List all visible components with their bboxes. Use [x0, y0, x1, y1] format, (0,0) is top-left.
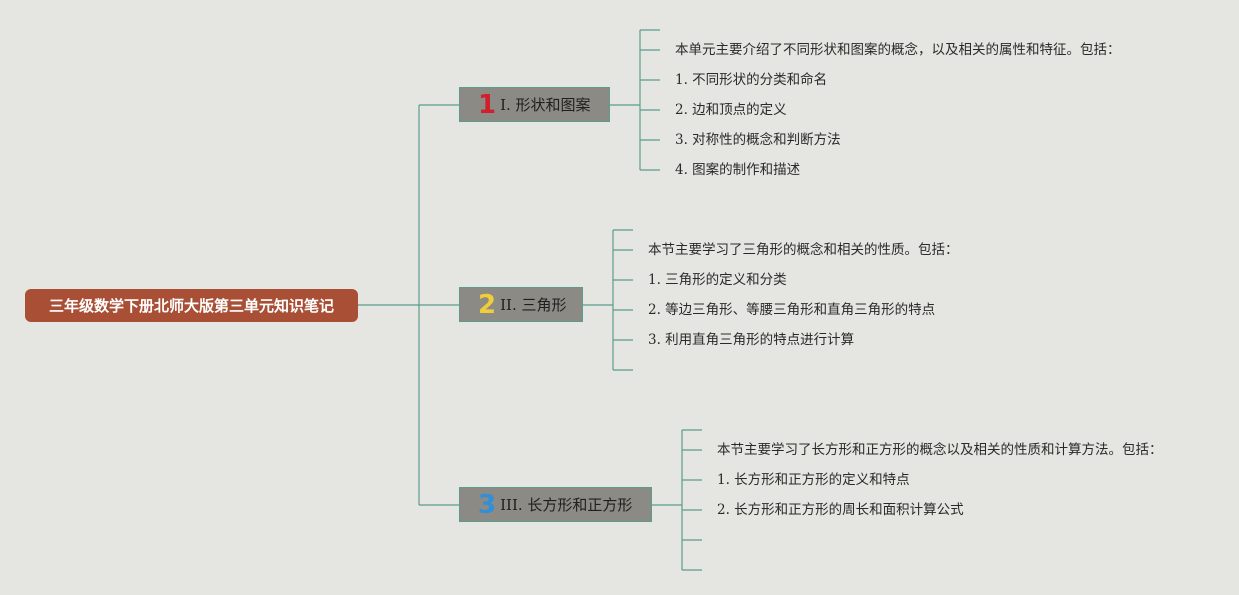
number-3-icon: 3	[478, 489, 497, 520]
root-title: 三年级数学下册北师大版第三单元知识笔记	[48, 297, 334, 315]
branch-shapes-and-patterns[interactable]: 1 I. 形状和图案	[459, 87, 610, 122]
branch-2-item: 1. 三角形的定义和分类	[648, 272, 787, 288]
branch-1-item: 2. 边和顶点的定义	[675, 102, 787, 118]
branch-rectangles-and-squares[interactable]: 3 III. 长方形和正方形	[459, 487, 652, 522]
branch-label: II. 三角形	[500, 296, 567, 314]
branch-3-item: 1. 长方形和正方形的定义和特点	[717, 472, 910, 488]
branch-1-item: 本单元主要介绍了不同形状和图案的概念，以及相关的属性和特征。包括：	[675, 42, 1121, 58]
branch-1-item: 1. 不同形状的分类和命名	[675, 72, 828, 88]
branch-2-item: 3. 利用直角三角形的特点进行计算	[648, 332, 855, 348]
branch-3-item: 本节主要学习了长方形和正方形的概念以及相关的性质和计算方法。包括：	[717, 442, 1163, 458]
number-1-icon: 1	[478, 89, 497, 120]
branch-triangles[interactable]: 2 II. 三角形	[459, 287, 583, 322]
branch-label: III. 长方形和正方形	[500, 496, 633, 514]
branch-2-item: 2. 等边三角形、等腰三角形和直角三角形的特点	[648, 302, 936, 318]
branch-label: I. 形状和图案	[500, 96, 591, 114]
branch-2-item: 本节主要学习了三角形的概念和相关的性质。包括：	[648, 242, 959, 258]
root-topic[interactable]: 三年级数学下册北师大版第三单元知识笔记	[25, 289, 358, 322]
number-2-icon: 2	[478, 289, 497, 320]
branch-3-item: 2. 长方形和正方形的周长和面积计算公式	[717, 502, 964, 518]
branch-1-item: 4. 图案的制作和描述	[675, 162, 801, 178]
branch-1-item: 3. 对称性的概念和判断方法	[675, 132, 841, 148]
